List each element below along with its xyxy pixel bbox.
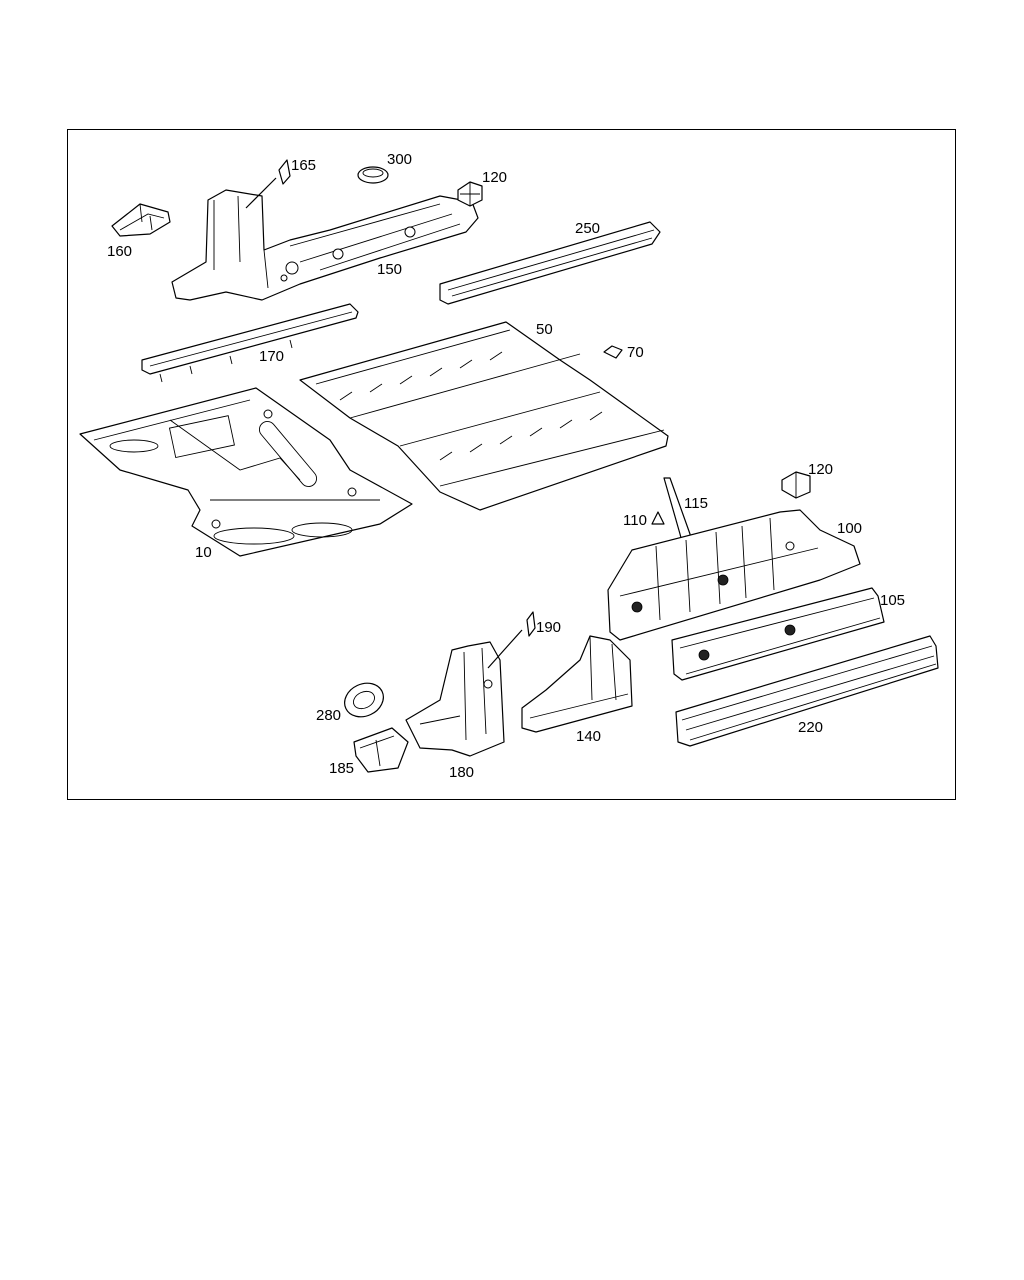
- callout-115: 115: [684, 495, 708, 512]
- part-150[interactable]: [171, 189, 479, 301]
- part-120a[interactable]: [457, 181, 483, 207]
- part-120b[interactable]: [781, 471, 811, 499]
- part-10[interactable]: [79, 387, 413, 557]
- part-250[interactable]: [439, 221, 661, 305]
- callout-50: 50: [536, 321, 553, 338]
- part-50[interactable]: [299, 321, 669, 511]
- callout-120a: 120: [482, 169, 507, 186]
- part-160[interactable]: [111, 203, 171, 237]
- part-105[interactable]: [671, 587, 885, 681]
- part-140[interactable]: [521, 635, 633, 733]
- part-110[interactable]: [651, 511, 665, 525]
- callout-250: 250: [575, 220, 600, 237]
- part-300[interactable]: [357, 166, 389, 184]
- part-220[interactable]: [675, 635, 939, 747]
- callout-100: 100: [837, 520, 862, 537]
- callout-110: 110: [623, 512, 647, 529]
- leader-165: [245, 177, 277, 209]
- callout-120b: 120: [808, 461, 833, 478]
- callout-105: 105: [880, 592, 905, 609]
- callout-140: 140: [576, 728, 601, 745]
- part-185[interactable]: [353, 727, 409, 773]
- callout-280: 280: [316, 707, 341, 724]
- part-280[interactable]: [339, 677, 389, 723]
- part-165[interactable]: [278, 159, 291, 185]
- leader-190: [487, 629, 523, 669]
- callout-10: 10: [195, 544, 212, 561]
- callout-220: 220: [798, 719, 823, 736]
- callout-180: 180: [449, 764, 474, 781]
- leader-lines: [245, 177, 523, 669]
- callout-190: 190: [536, 619, 561, 636]
- callout-160: 160: [107, 243, 132, 260]
- callout-170: 170: [259, 348, 284, 365]
- callout-185: 185: [329, 760, 354, 777]
- part-190[interactable]: [526, 611, 536, 637]
- part-70[interactable]: [603, 345, 623, 359]
- callout-165: 165: [291, 157, 316, 174]
- callouts: 10 50 70 100 105 110 115 120 120 140 150…: [107, 151, 905, 781]
- callout-300: 300: [387, 151, 412, 168]
- callout-70: 70: [627, 344, 644, 361]
- part-100[interactable]: [607, 509, 861, 641]
- part-170[interactable]: [141, 303, 359, 383]
- part-180[interactable]: [405, 641, 505, 757]
- callout-150: 150: [377, 261, 402, 278]
